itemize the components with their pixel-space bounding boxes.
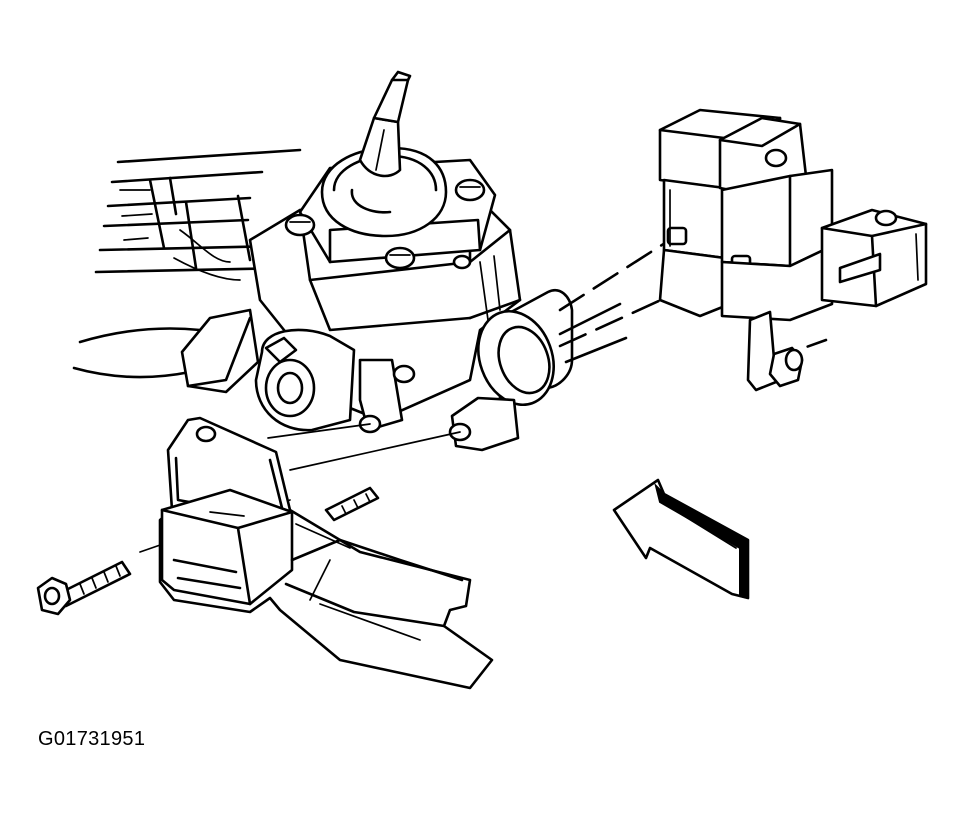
mounting-bracket [658,108,928,392]
shift-lever-boot [320,70,448,238]
figure-code-label: G01731951 [38,728,146,750]
mounting-nut [768,346,804,388]
front-bracket [158,416,494,690]
mounting-bolt-upper [324,486,380,522]
steering-shaft [448,289,628,452]
mounting-bolt [36,560,132,616]
front-direction-arrow [612,478,750,600]
frame-rail-background [72,148,302,379]
